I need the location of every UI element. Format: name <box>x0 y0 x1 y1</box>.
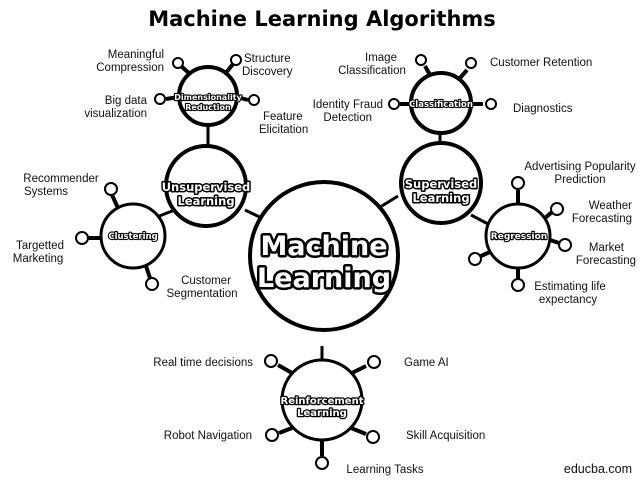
supervised-label-line2: Learning <box>412 191 469 205</box>
leaf-estimating-life-expectancy-line1: Estimating life <box>534 281 606 293</box>
leaf-feature-elicitation-line1: Feature <box>263 111 303 123</box>
leaf-targetted-marketing-line2: Marketing <box>13 253 64 265</box>
leaf-customer-segmentation-line2: Segmentation <box>167 288 238 300</box>
leaf-customer-retention: Customer Retention <box>490 57 592 69</box>
leaf-image-classification-line1: Image <box>365 52 397 64</box>
leaf-advertising-popularity-line2: Prediction <box>554 174 605 186</box>
leaf-big-data-visualization-line1: Big data <box>105 95 148 107</box>
regression-label: Regression <box>491 232 547 242</box>
leaf-recommender-systems-line1: Recommender <box>23 173 99 185</box>
diagram-title: Machine Learning Algorithms <box>148 7 496 31</box>
leaf-meaningful-compression-line2: Compression <box>96 62 164 74</box>
leaf-meaningful-compression-line1: Meaningful <box>108 49 164 61</box>
supervised-label-line1: Supervised <box>405 177 478 191</box>
machine-learning-node <box>248 180 400 332</box>
leaf-real-time-decisions: Real time decisions <box>153 357 253 369</box>
leaf-weather-forecasting-line2: Forecasting <box>572 213 632 225</box>
reinforcement-label-line2: Learning <box>297 408 347 419</box>
leaf-learning-tasks: Learning Tasks <box>346 464 423 476</box>
leaf-stubs <box>75 54 572 470</box>
leaf-customer-segmentation-line1: Customer <box>181 275 231 287</box>
leaf-market-forecasting-line1: Market <box>589 242 625 254</box>
center-label-line1: Machine <box>260 231 387 262</box>
leaf-weather-forecasting-line1: Weather <box>589 200 632 212</box>
leaf-recommender-systems-line2: Systems <box>24 186 68 198</box>
leaf-image-classification-line2: Classification <box>338 65 406 77</box>
supervised-learning-node <box>399 141 483 225</box>
leaf-market-forecasting-line2: Forecasting <box>576 255 636 267</box>
dimensionality-label-line1: Dimensionality <box>174 93 242 102</box>
unsupervised-label-line2: Learning <box>177 194 234 208</box>
leaf-big-data-visualization-line2: visualization <box>84 108 147 120</box>
unsupervised-learning-node <box>164 144 248 228</box>
leaf-identity-fraud-detection-line2: Detection <box>323 112 372 124</box>
leaf-targetted-marketing-line1: Targetted <box>16 240 64 252</box>
leaf-structure-discovery-line2: Discovery <box>242 66 293 78</box>
leaf-game-ai: Game AI <box>404 357 449 369</box>
watermark-text: educba.com <box>564 462 632 476</box>
classification-label: Classification <box>409 100 473 110</box>
leaf-feature-elicitation-line2: Elicitation <box>259 124 308 136</box>
reinforcement-label-line1: Reinforcement <box>281 396 364 407</box>
leaf-estimating-life-expectancy-line2: expectancy <box>539 294 597 306</box>
leaf-identity-fraud-detection-line1: Identity Fraud <box>313 99 383 111</box>
dimensionality-label-line2: Reduction <box>185 103 231 112</box>
leaf-advertising-popularity-line1: Advertising Popularity <box>524 161 635 173</box>
leaf-skill-acquisition: Skill Acquisition <box>406 430 485 442</box>
center-label-line2: Learning <box>257 263 391 294</box>
leaf-robot-navigation: Robot Navigation <box>164 430 252 442</box>
clustering-label: Clustering <box>108 232 157 242</box>
unsupervised-label-line1: Unsupervised <box>162 180 251 194</box>
leaf-diagnostics: Diagnostics <box>513 103 573 115</box>
dimensionality-reduction-node <box>177 65 239 127</box>
leaf-structure-discovery-line1: Structure <box>244 53 291 65</box>
